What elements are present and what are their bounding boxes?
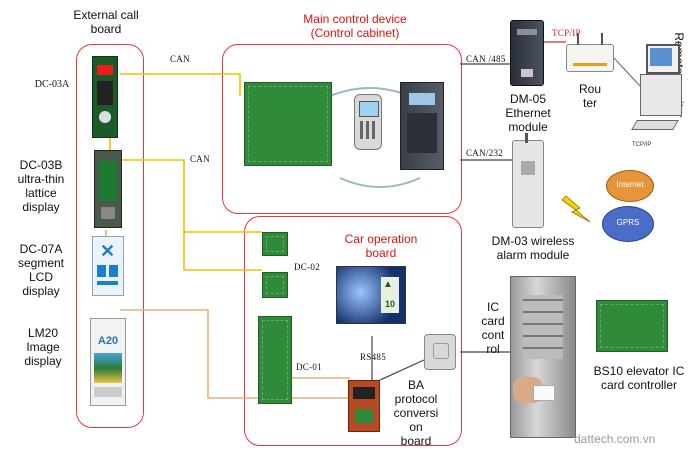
dc03a-label: DC-03A [34,79,70,90]
dm05-label: DM-05 Ethernet module [505,92,551,134]
dc01-board [258,316,292,404]
router [566,33,614,72]
tcpip-small-label: TCP/IP [632,142,652,148]
card-reader [424,334,456,370]
dc03b-label: DC-03B ultra-thin lattice display [17,158,65,214]
bs10-controller [596,300,668,352]
dc02-board-2 [262,272,288,298]
gprs-label: GPRS [616,218,640,227]
ba-protocol-board [348,380,380,432]
dm03-module [512,133,544,228]
dc03a-board [92,56,118,138]
dc03b-board [94,150,122,228]
lm20-screen-text: A20 [97,335,119,347]
main-control-frame [222,44,462,214]
lm20-label: LM20 Image display [24,326,62,368]
router-label: Rou ter [578,82,601,110]
can-label-mid: CAN [190,154,210,164]
floor-number: 10 [384,299,395,309]
dm03-label: DM-03 wireless alarm module [491,234,575,262]
can232-label: CAN/232 [466,148,504,158]
external-call-board-title: External call board [73,8,139,36]
external-call-frame [76,44,144,428]
car-operation-title: Car operation board [344,232,418,260]
ba-protocol-label: BA protocol conversi on board [393,378,439,448]
rs485-label: RS485 [360,352,387,362]
cabinet-arrow [339,177,421,188]
inverter-cabinet [400,82,444,170]
ba-line [379,359,425,381]
can-label-top: CAN [170,54,190,64]
main-control-board [244,82,332,166]
gprs-cloud: GPRS [602,206,654,242]
dc02-board-1 [262,232,288,256]
can-wire-mid [120,159,262,271]
router-monitor-line [613,57,641,87]
internet-label: Internet [616,180,644,189]
car-lcd-display: ▲ 10 [336,266,406,324]
bs10-label: BS10 elevator IC card controller [593,364,685,392]
car-operation-frame [244,216,462,446]
internet-cloud: Internet [606,170,654,202]
can-wire-main [222,73,241,96]
tan-wire-2 [120,309,350,399]
watermark: dattech.com.vn [574,432,656,446]
ic-card-control-label: IC card cont rol [481,300,505,356]
dc01-label: DC-01 [296,362,322,372]
computer-icon [631,44,682,134]
dc02-label: DC-02 [294,262,320,272]
tcpip-label: TCP/IP [552,28,581,38]
handheld-programmer [354,94,382,150]
dm05-module [510,20,544,86]
main-control-title: Main control device (Control cabinet) [303,12,407,40]
lightning-icon [561,195,591,223]
dc07a-label: DC-07A segment LCD display [17,242,65,298]
elevator-panel-photo [510,276,576,438]
dc07a-board: ✕ [92,236,124,296]
can485-label: CAN /485 [466,54,506,64]
lm20-board: A20 [90,318,126,406]
